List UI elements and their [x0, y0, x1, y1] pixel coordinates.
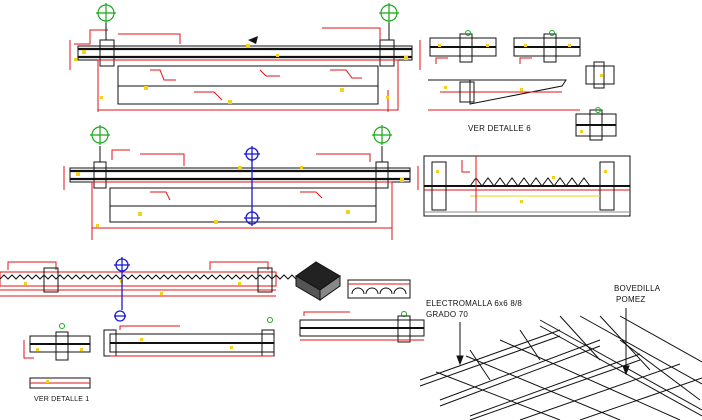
- label-ver-detalle-6: VER DETALLE 6: [468, 124, 531, 133]
- yellow-markers-5: [24, 280, 241, 295]
- beam-elevation-2: [63, 146, 419, 240]
- section-cut-marker-icon: [244, 146, 260, 226]
- yellow-markers-1: [74, 44, 408, 104]
- yellow-markers-6: [36, 338, 233, 383]
- yellow-markers-4: [436, 170, 607, 203]
- label-bovedilla-line2: POMEZ: [616, 295, 646, 304]
- label-ver-detalle-1: VER DETALLE 1: [34, 396, 90, 403]
- label-electromalla-line1: ELECTROMALLA 6x6 8/8: [426, 299, 523, 308]
- beam-elevation-1: [69, 22, 421, 112]
- section-cut-marker-icon-2: [114, 257, 130, 322]
- small-slab-section: [347, 279, 411, 299]
- slab-section-bottom-middle: [299, 311, 425, 343]
- detail-1-sections: [23, 325, 275, 389]
- grid-axis-marker-icon: [96, 3, 399, 23]
- yellow-markers-2: [438, 44, 603, 133]
- electromesh-isometric: [419, 308, 702, 420]
- long-beam-elevation: [0, 261, 305, 297]
- isometric-slab-icon: [295, 261, 341, 301]
- green-marker-small: [465, 30, 601, 113]
- beam-arrow-icon: [248, 36, 258, 44]
- label-bovedilla-line1: BOVEDILLA: [614, 284, 661, 293]
- grid-axis-marker-icon-2: [90, 125, 392, 145]
- label-electromalla-line2: GRADO 70: [426, 310, 469, 319]
- slab-section-middle-right: [423, 155, 631, 217]
- yellow-markers-3: [76, 166, 404, 227]
